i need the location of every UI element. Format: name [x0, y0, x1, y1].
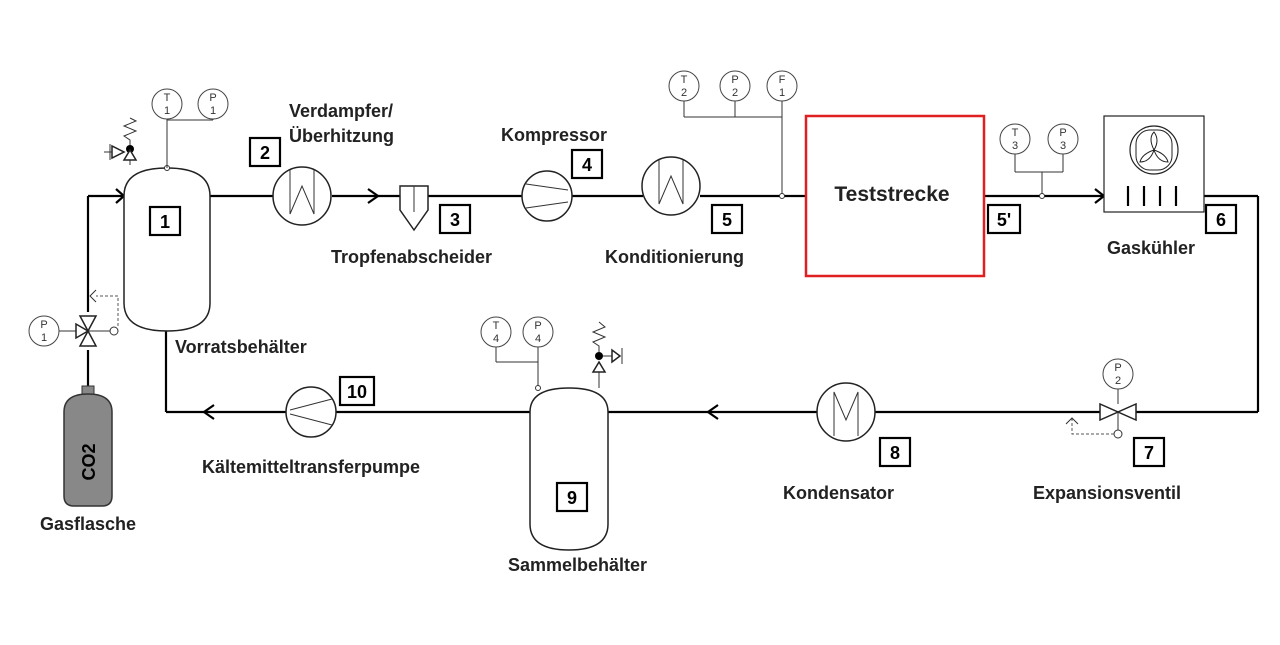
- svg-text:2: 2: [681, 87, 687, 99]
- instrument-p1-bottle: P 1: [28, 315, 76, 347]
- svg-text:1: 1: [779, 87, 785, 99]
- teststrecke-box: Teststrecke: [804, 114, 986, 278]
- label-gasflasche: Gasflasche: [40, 514, 136, 534]
- svg-text:5: 5: [722, 210, 732, 230]
- label-konditionierung: Konditionierung: [605, 247, 744, 267]
- svg-text:T: T: [164, 92, 171, 104]
- number-box-6: 6: [1204, 203, 1238, 235]
- svg-text:P: P: [209, 92, 216, 104]
- label-kondensator: Kondensator: [783, 483, 894, 503]
- tropfenabscheider-icon: [399, 185, 429, 232]
- svg-text:2: 2: [1115, 375, 1121, 387]
- instrument-p1: P 1: [197, 88, 229, 120]
- svg-text:10: 10: [347, 382, 367, 402]
- gaskuehler-icon: [1103, 115, 1205, 213]
- svg-text:4: 4: [535, 333, 541, 345]
- svg-text:P: P: [1059, 127, 1066, 139]
- label-expansionsventil: Expansionsventil: [1033, 483, 1181, 503]
- kompressor-icon: [521, 170, 573, 222]
- svg-text:3: 3: [450, 210, 460, 230]
- svg-text:T: T: [1012, 127, 1019, 139]
- svg-text:P: P: [40, 319, 47, 331]
- svg-text:F: F: [779, 74, 786, 86]
- sammelbehaelter-vessel: [529, 321, 623, 551]
- label-ueberhitzung: Überhitzung: [289, 126, 394, 146]
- number-box-8: 8: [878, 436, 912, 468]
- instrument-p3: P 3: [1047, 123, 1079, 155]
- label-sammelbehaelter: Sammelbehälter: [508, 555, 647, 575]
- arrow-left-2: [202, 404, 215, 420]
- number-box-5prime: 5': [986, 203, 1022, 235]
- number-box-2: 2: [248, 136, 282, 168]
- instrument-t2: T 2: [668, 70, 700, 102]
- instrument-group-2: [683, 100, 785, 199]
- instrument-group-4: [495, 346, 541, 391]
- svg-text:5': 5': [997, 210, 1011, 230]
- number-box-4: 4: [570, 148, 604, 180]
- arrow-left-1: [706, 404, 719, 420]
- instrument-p2-expansion: P 2: [1102, 358, 1134, 404]
- svg-text:3: 3: [1012, 140, 1018, 152]
- svg-text:8: 8: [890, 443, 900, 463]
- label-pumpe: Kältemitteltransferpumpe: [202, 457, 420, 477]
- svg-text:1: 1: [164, 105, 170, 117]
- teststrecke-label: Teststrecke: [834, 183, 949, 206]
- label-kompressor: Kompressor: [501, 125, 607, 145]
- svg-text:1: 1: [160, 212, 170, 232]
- co2-label: CO2: [79, 443, 99, 480]
- label-vorratsbehaelter: Vorratsbehälter: [175, 337, 307, 357]
- svg-text:3: 3: [1060, 140, 1066, 152]
- instrument-t1: T 1: [151, 88, 183, 120]
- svg-text:T: T: [493, 320, 500, 332]
- instrument-p4: P 4: [522, 316, 554, 348]
- number-box-3: 3: [438, 203, 472, 235]
- kaeltemitteltransferpumpe-icon: [285, 386, 337, 438]
- konditionierung-heat-exchanger: [641, 156, 701, 216]
- expansionsventil-icon: [1065, 402, 1137, 439]
- gasflasche-valve: [75, 289, 119, 347]
- verdampfer-heat-exchanger: [272, 166, 332, 226]
- instrument-group-3: [1014, 153, 1064, 199]
- vorratsbehaelter-vessel: [104, 117, 213, 332]
- svg-text:T: T: [681, 74, 688, 86]
- svg-text:2: 2: [260, 143, 270, 163]
- number-box-1: 1: [148, 205, 182, 237]
- svg-text:1: 1: [210, 105, 216, 117]
- number-box-9: 9: [555, 481, 589, 513]
- svg-text:6: 6: [1216, 210, 1226, 230]
- label-gaskuehler: Gaskühler: [1107, 238, 1195, 258]
- instrument-f1: F 1: [766, 70, 798, 102]
- svg-text:1: 1: [41, 332, 47, 344]
- instrument-t4: T 4: [480, 316, 512, 348]
- number-box-10: 10: [338, 375, 376, 407]
- instrument-t3: T 3: [999, 123, 1031, 155]
- svg-text:P: P: [1114, 362, 1121, 374]
- svg-text:P: P: [534, 320, 541, 332]
- instrument-p2: P 2: [719, 70, 751, 102]
- label-tropfenabscheider: Tropfenabscheider: [331, 247, 492, 267]
- svg-text:2: 2: [732, 87, 738, 99]
- label-verdampfer: Verdampfer/: [289, 101, 393, 121]
- pipes: [86, 194, 1260, 414]
- number-box-5: 5: [710, 203, 744, 235]
- arrow-right-2: [367, 188, 380, 204]
- number-box-7: 7: [1132, 436, 1166, 468]
- kondensator-icon: [816, 382, 876, 442]
- svg-text:4: 4: [493, 333, 499, 345]
- svg-text:7: 7: [1144, 443, 1154, 463]
- gasflasche-cylinder: CO2: [63, 385, 113, 507]
- svg-text:4: 4: [582, 155, 592, 175]
- svg-text:P: P: [731, 74, 738, 86]
- svg-text:9: 9: [567, 488, 577, 508]
